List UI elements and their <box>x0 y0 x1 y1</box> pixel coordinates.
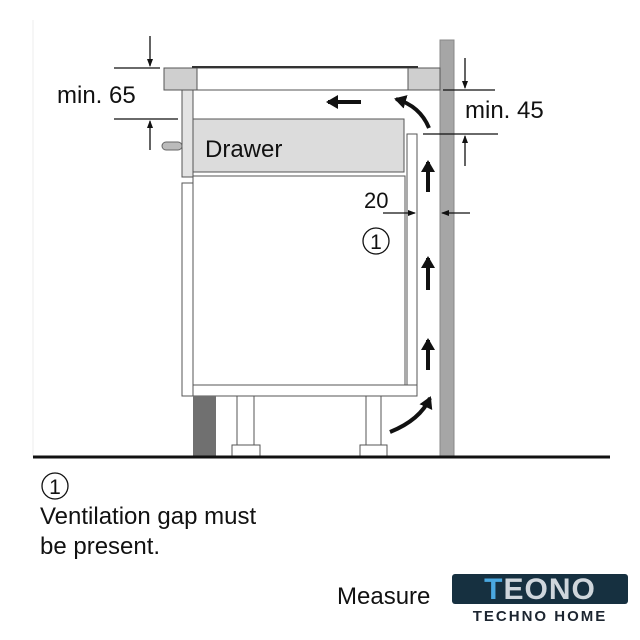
dimension-min-45 <box>423 58 498 166</box>
dim-label-min-45: min. 45 <box>465 97 544 124</box>
curved-arrow-icon <box>394 95 431 129</box>
marker-1: 1 <box>362 227 390 255</box>
leg <box>231 395 261 457</box>
drawer <box>192 118 405 173</box>
leg <box>359 395 388 457</box>
teono-logo: TEONO TECHNO HOME <box>450 574 630 626</box>
wall <box>439 39 455 458</box>
cabinet <box>161 89 418 397</box>
plinth <box>193 396 216 457</box>
dim-label-min-65: min. 65 <box>57 82 136 109</box>
note-line-2: be present. <box>40 533 161 560</box>
logo-wordmark: TEONO <box>452 574 628 605</box>
countertop <box>163 66 441 91</box>
ventilation-note: Ventilation gap must be present. <box>40 502 256 562</box>
dimension-min-65 <box>114 36 178 150</box>
dim-label-20: 20 <box>364 188 388 213</box>
airflow-arrows <box>326 95 435 434</box>
curved-arrow-icon <box>389 396 433 434</box>
drawer-label: Drawer <box>205 136 282 163</box>
svg-text:1: 1 <box>370 231 382 254</box>
knob <box>161 141 183 151</box>
logo-tagline: TECHNO HOME <box>472 608 608 625</box>
measure-label: Measure <box>337 583 431 610</box>
note-line-1: Ventilation gap must <box>40 503 257 530</box>
